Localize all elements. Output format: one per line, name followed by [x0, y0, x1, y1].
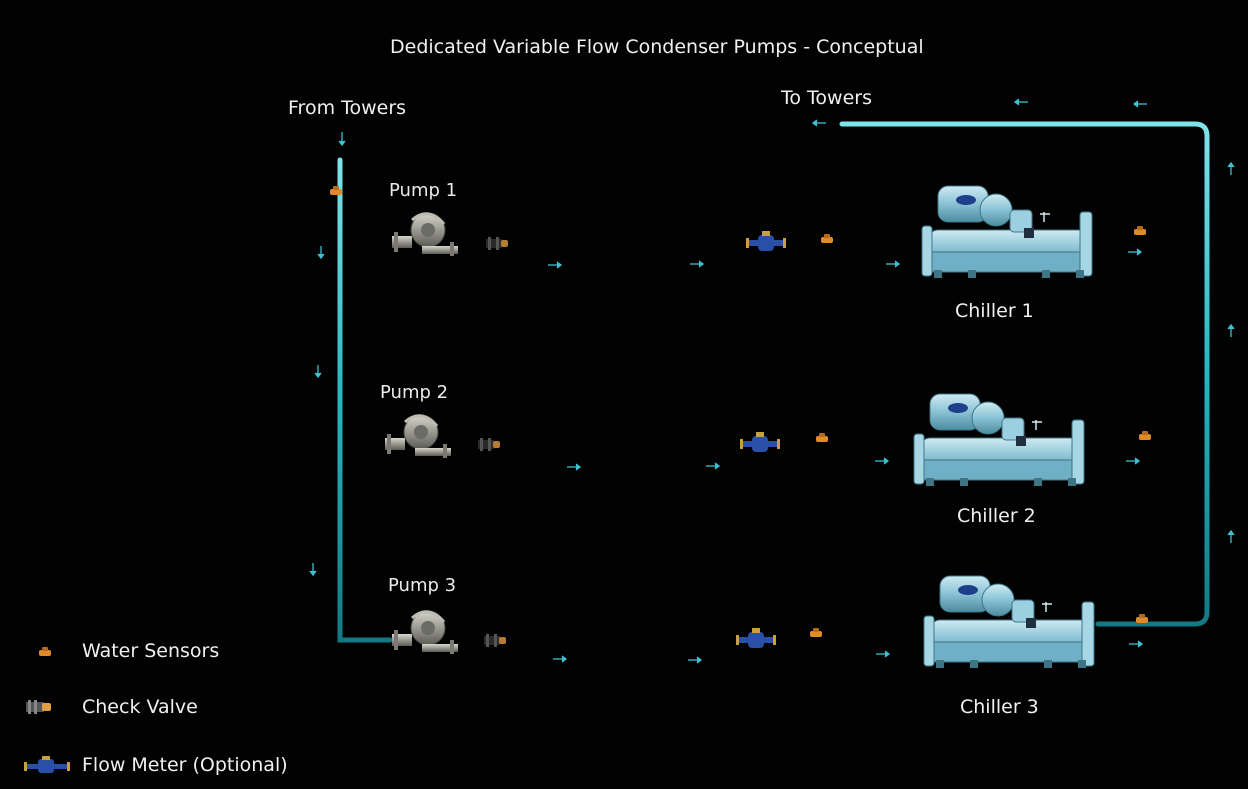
- to-towers-label: To Towers: [781, 87, 872, 109]
- legend-water-sensors: Water Sensors: [22, 636, 219, 666]
- water-sensor-icon: [330, 186, 342, 195]
- legend-flow-meter: Flow Meter (Optional): [22, 750, 288, 780]
- legend-label: Flow Meter (Optional): [82, 754, 288, 776]
- water-sensor-icon: [39, 647, 51, 656]
- pump-3-label: Pump 3: [388, 575, 457, 596]
- flow-meter-icon: [736, 628, 776, 648]
- pump-1-icon: [392, 212, 458, 256]
- from-towers-label: From Towers: [288, 97, 407, 119]
- water-sensor-icon: [816, 433, 828, 442]
- flow-arrow-left: [1132, 100, 1147, 108]
- flow-meter-icon: [746, 231, 786, 251]
- flow-arrow-down: [314, 365, 322, 379]
- flow-arrow-left: [1013, 98, 1028, 106]
- flow-arrow-down: [309, 563, 317, 577]
- pump-3-icon: [392, 610, 458, 654]
- flow-meter-icon: [740, 432, 780, 452]
- flow-arrow-right: [876, 650, 891, 658]
- pumps: [385, 212, 458, 654]
- water-sensor-icon: [1139, 431, 1151, 440]
- water-sensor-icon: [810, 628, 822, 637]
- supply-header-pipe: [337, 157, 395, 643]
- flow-arrow-right: [553, 655, 568, 663]
- flow-arrow-left: [811, 119, 826, 127]
- flow-arrow-up: [1227, 161, 1235, 175]
- chiller-2-label: Chiller 2: [957, 505, 1036, 527]
- flow-arrow-down: [317, 246, 325, 260]
- flow-arrow-up: [1227, 323, 1235, 337]
- legend-label: Check Valve: [82, 696, 198, 718]
- check-valve-icon: [484, 634, 506, 647]
- branch-pipes: [448, 240, 925, 643]
- chiller-1-label: Chiller 1: [955, 300, 1034, 322]
- flow-arrow-right: [886, 260, 901, 268]
- pump-1-label: Pump 1: [389, 180, 458, 201]
- chiller-2-icon: [913, 393, 1085, 486]
- flow-arrow-right: [690, 260, 705, 268]
- flow-meters: [736, 231, 786, 648]
- chiller-3-label: Chiller 3: [960, 696, 1039, 718]
- check-valve-icon: [486, 237, 508, 250]
- chiller-3-icon: [923, 575, 1095, 668]
- check-valve-icon: [26, 700, 51, 714]
- legend-check-valve: Check Valve: [22, 692, 198, 722]
- flow-arrow-right: [688, 656, 703, 664]
- water-sensors: [330, 186, 1151, 637]
- check-valves: [478, 237, 508, 647]
- diagram-title: Dedicated Variable Flow Condenser Pumps …: [390, 36, 924, 58]
- flow-arrows: [309, 98, 1235, 664]
- flow-arrow-right: [1128, 248, 1143, 256]
- flow-arrow-right: [875, 457, 890, 465]
- pump-2-icon: [385, 414, 451, 458]
- flow-arrow-right: [1126, 457, 1141, 465]
- flow-arrow-right: [548, 261, 563, 269]
- water-sensor-icon: [821, 234, 833, 243]
- return-header-pipe: [839, 121, 1210, 627]
- check-valve-icon: [478, 438, 500, 451]
- flow-meter-icon: [24, 756, 70, 773]
- pump-2-label: Pump 2: [380, 382, 449, 403]
- legend-label: Water Sensors: [82, 640, 220, 662]
- water-sensor-icon: [1136, 614, 1148, 623]
- flow-arrow-down: [338, 132, 346, 147]
- water-sensor-icon: [1134, 226, 1146, 235]
- flow-arrow-up: [1227, 529, 1235, 543]
- flow-arrow-right: [567, 463, 582, 471]
- chiller-1-icon: [921, 185, 1093, 278]
- flow-arrow-right: [706, 462, 721, 470]
- chillers: [913, 185, 1095, 668]
- flow-arrow-right: [1129, 640, 1144, 648]
